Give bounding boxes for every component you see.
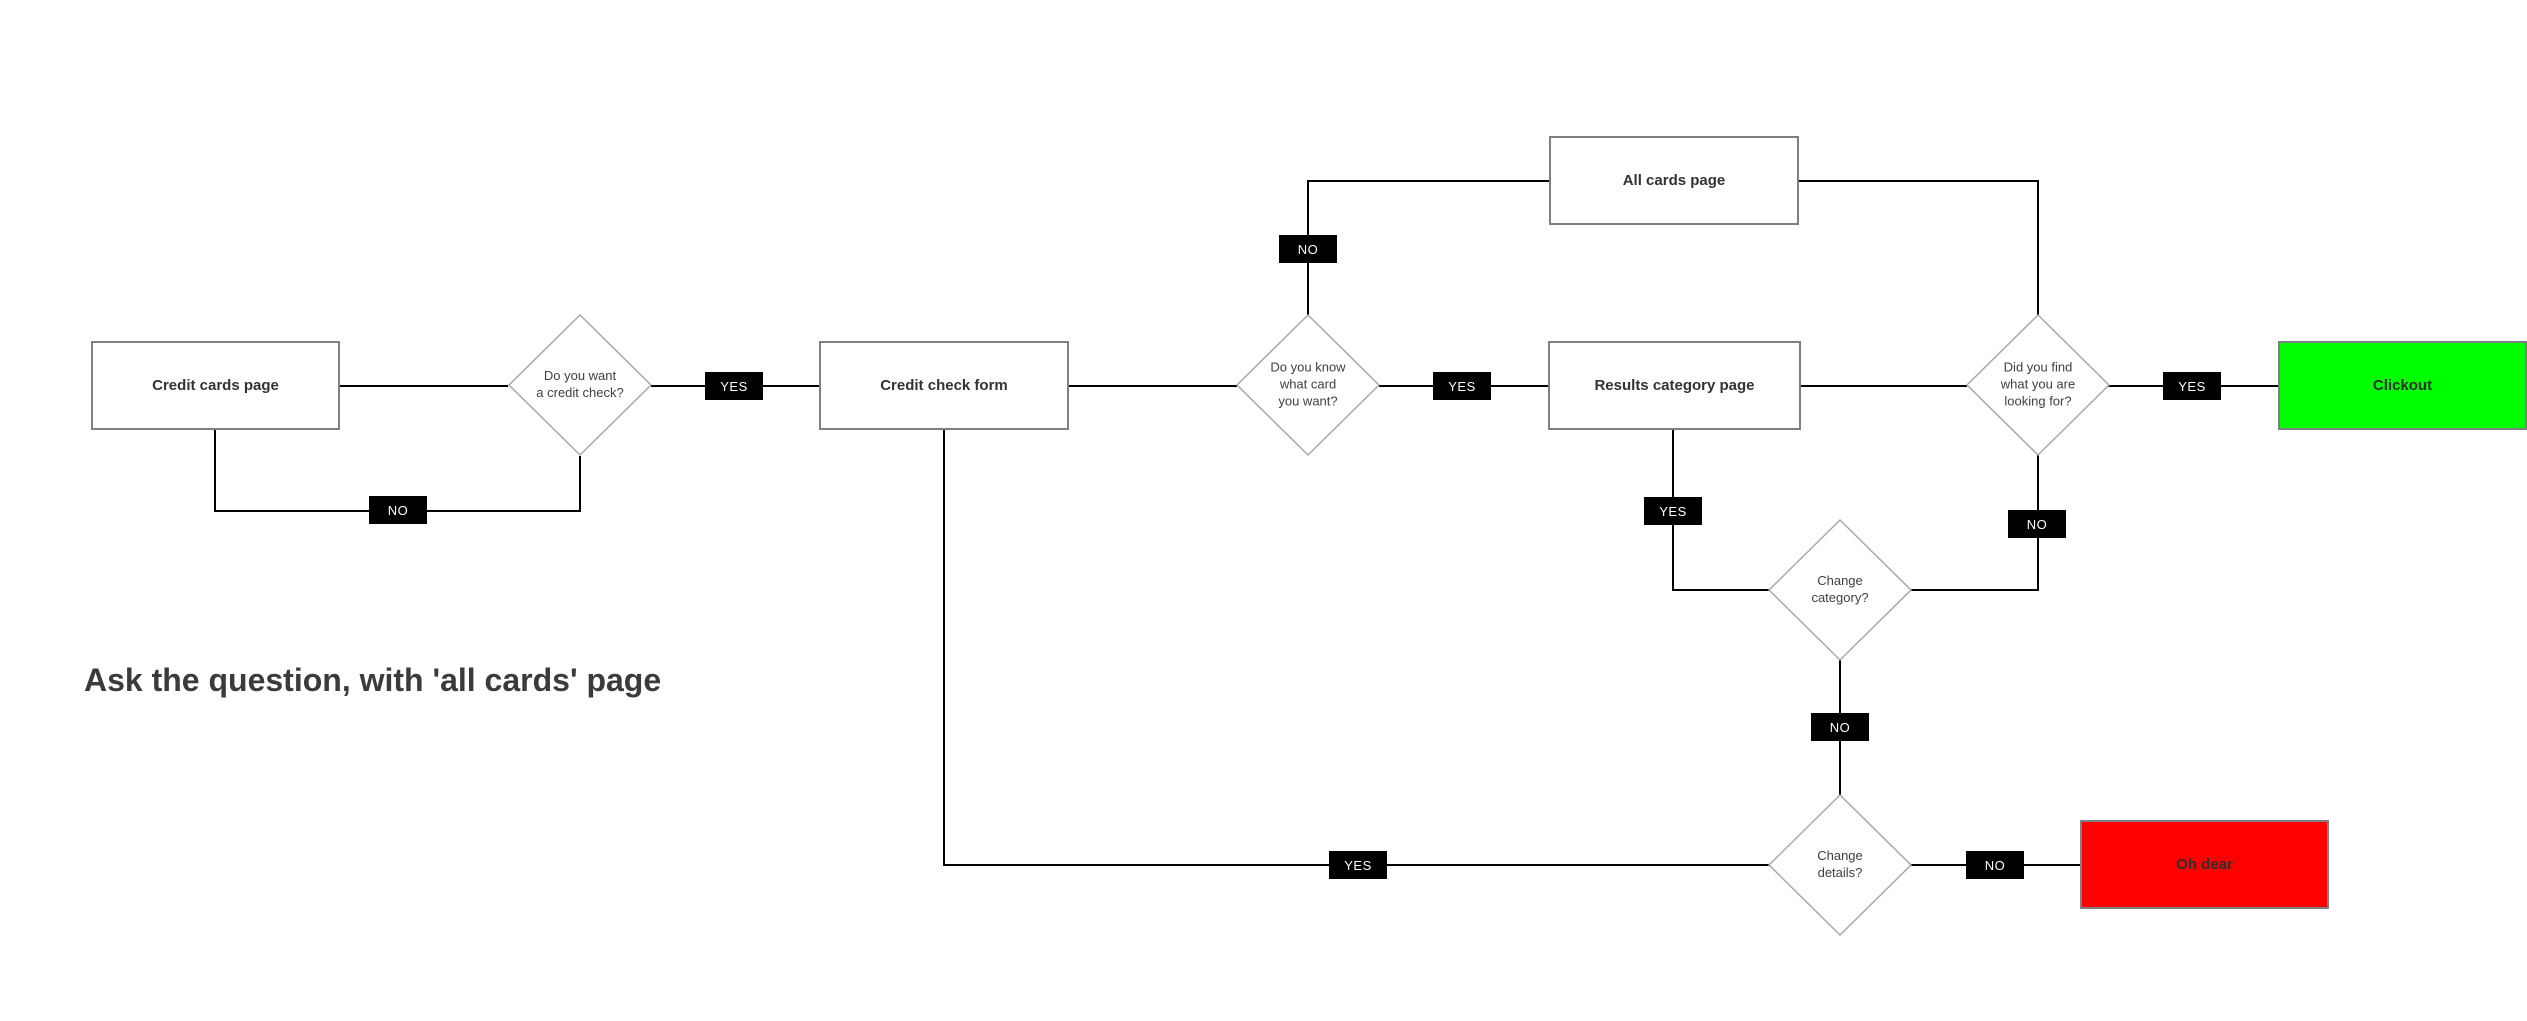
- decision-label-want-credit-check: Do you want a credit check?: [536, 368, 624, 400]
- connector-know-card-no-to-all-cards: [1307, 180, 1549, 315]
- connector-results-yes-to-change-category: [1672, 430, 1769, 591]
- decision-label-did-you-find: Did you find what you are looking for?: [2000, 359, 2076, 409]
- diagram-title: Ask the question, with 'all cards' page: [84, 662, 662, 698]
- connector-form-yes-to-change-details: [943, 430, 1769, 866]
- decision-label-change-category: Change category?: [1811, 573, 1869, 605]
- edge-label-yes-credit-check: YES: [705, 372, 763, 400]
- decision-shape-change-details: [1767, 793, 1913, 937]
- node-label-all-cards-page: All cards page: [1622, 172, 1726, 189]
- node-label-oh-dear: Oh dear: [2176, 856, 2233, 873]
- decision-shape-change-category: [1767, 518, 1913, 662]
- edge-label-yes-results: YES: [1644, 497, 1702, 525]
- node-credit-cards-page: Credit cards page: [91, 341, 340, 430]
- edge-label-no-credit-check: NO: [369, 496, 427, 524]
- edge-label-yes-change-details: YES: [1329, 851, 1387, 879]
- node-oh-dear: Oh dear: [2080, 820, 2329, 909]
- connector-all-cards-to-did-find: [1799, 180, 2039, 315]
- node-clickout: Clickout: [2278, 341, 2527, 430]
- node-label-clickout: Clickout: [2372, 377, 2433, 394]
- connector-did-find-no-to-change-category: [1911, 455, 2039, 591]
- node-credit-check-form: Credit check form: [819, 341, 1069, 430]
- decision-shape-did-you-find: [1965, 313, 2111, 457]
- node-label-credit-cards-page: Credit cards page: [152, 377, 279, 394]
- decision-shape-want-credit-check: [507, 313, 653, 457]
- decision-label-change-details: Change details?: [1817, 848, 1863, 880]
- edge-label-no-change-details: NO: [1966, 851, 2024, 879]
- decision-label-know-what-card: Do you know what card you want?: [1270, 359, 1346, 409]
- node-all-cards-page: All cards page: [1549, 136, 1799, 225]
- edge-label-no-change-category: NO: [1811, 713, 1869, 741]
- edge-label-no-did-find: NO: [2008, 510, 2066, 538]
- node-results-category-page: Results category page: [1548, 341, 1801, 430]
- edge-label-yes-did-find: YES: [2163, 372, 2221, 400]
- node-label-results-category-page: Results category page: [1594, 377, 1755, 394]
- decision-shape-know-what-card: [1235, 313, 1381, 457]
- edge-label-yes-know-card: YES: [1433, 372, 1491, 400]
- edge-label-no-know-card: NO: [1279, 235, 1337, 263]
- node-label-credit-check-form: Credit check form: [880, 377, 1008, 394]
